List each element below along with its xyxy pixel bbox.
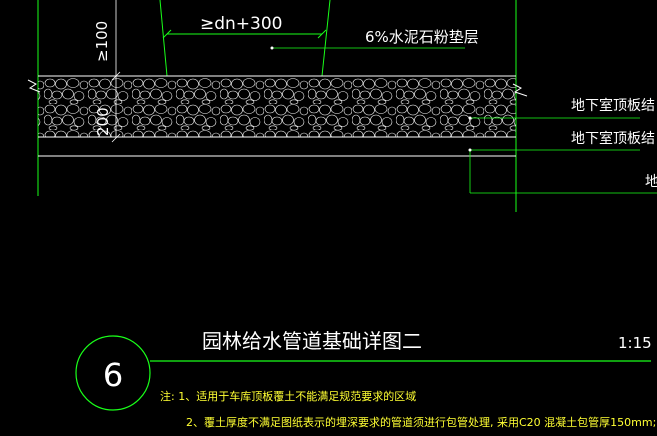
trench-right-edge (321, 0, 331, 77)
drawing-title: 园林给水管道基础详图二 (202, 329, 422, 353)
width-dimension (162, 29, 327, 39)
gravel-layer (38, 78, 516, 137)
detail-number: 6 (103, 356, 123, 394)
break-symbols (27, 79, 528, 97)
note-2: 2、覆土厚度不满足图纸表示的埋深要求的管道须进行包管处理, 采用C20 混凝土包… (186, 415, 656, 429)
layer-lines (38, 75, 516, 157)
break-symbol-right (512, 83, 528, 97)
leader-dots (270, 46, 472, 152)
break-symbol-left (27, 79, 41, 93)
drawing-scale: 1:15 (618, 334, 652, 352)
roof-slab-label-2: 地下室顶板结 (571, 130, 655, 147)
cement-layer-label: 6%水泥石粉垫层 (365, 28, 479, 46)
roof-slab-label-1: 地下室顶板结 (571, 97, 655, 114)
width-dimension-text: ≥dn+300 (200, 14, 283, 34)
detail-number-circle (75, 335, 151, 411)
leader-lines (272, 47, 657, 194)
note-1: 注: 1、适用于车库顶板覆土不能满足规范要求的区域 (160, 389, 416, 403)
top-dimension-text: ≥100 (93, 21, 111, 62)
ground-label: 地 (645, 174, 657, 190)
gravel-dimension-text: 200 (94, 107, 112, 136)
